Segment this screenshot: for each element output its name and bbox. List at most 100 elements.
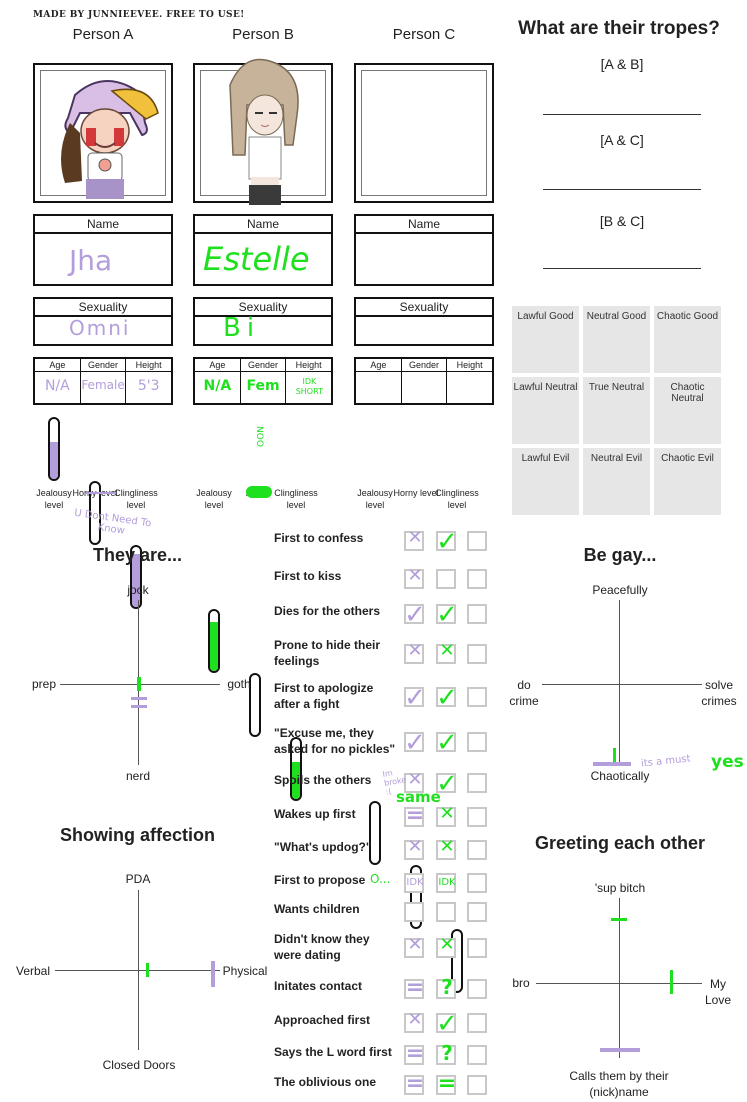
alignment-cell-chaotic-neutral[interactable]: Chaotic Neutral — [654, 377, 721, 444]
checkbox-q13-p0[interactable] — [404, 1013, 424, 1033]
checkbox-q5-p1[interactable] — [436, 732, 456, 752]
checkbox-q1-p1[interactable] — [436, 569, 456, 589]
age-value[interactable]: N/A — [44, 378, 70, 394]
checkbox-q11-p0[interactable] — [404, 938, 424, 958]
gender-label: Gender — [80, 359, 126, 372]
alignment-cell-lawful-neutral[interactable]: Lawful Neutral — [512, 377, 579, 444]
checkbox-q11-p2[interactable] — [467, 938, 487, 958]
checkbox-q2-p1[interactable] — [436, 604, 456, 624]
checkbox-q2-p0[interactable] — [404, 604, 424, 624]
alignment-cell-true-neutral[interactable]: True Neutral — [583, 377, 650, 444]
checkbox-q8-p0[interactable] — [404, 840, 424, 860]
checkbox-q0-p0[interactable] — [404, 531, 424, 551]
checkbox-q4-p2[interactable] — [467, 687, 487, 707]
checkbox-q7-p0[interactable] — [404, 807, 424, 827]
marker-person-a[interactable] — [131, 697, 147, 700]
checkbox-q12-p2[interactable] — [467, 979, 487, 999]
gender-value[interactable]: Fem — [246, 378, 280, 394]
sexuality-value-b[interactable]: Bi — [223, 313, 261, 343]
question-label: First to kiss — [274, 569, 342, 583]
marker-person-b[interactable] — [146, 963, 149, 977]
checkbox-q6-p1[interactable] — [436, 773, 456, 793]
gender-value[interactable]: Female — [81, 378, 125, 392]
marker-person-b-2[interactable] — [670, 970, 673, 994]
alignment-cell-chaotic-good[interactable]: Chaotic Good — [654, 306, 721, 373]
checkbox-q4-p1[interactable] — [436, 687, 456, 707]
meter-tube-p1-0[interactable] — [208, 609, 220, 673]
trope-line-ac[interactable] — [543, 189, 701, 190]
checkbox-q2-p2[interactable] — [467, 604, 487, 624]
checkbox-q6-p2[interactable] — [467, 773, 487, 793]
checkbox-q5-p2[interactable] — [467, 732, 487, 752]
checkbox-q5-p0[interactable] — [404, 732, 424, 752]
checkbox-q13-p2[interactable] — [467, 1013, 487, 1033]
marker-person-b[interactable] — [611, 918, 627, 921]
alignment-cell-neutral-evil[interactable]: Neutral Evil — [583, 448, 650, 515]
checkbox-q15-p0[interactable] — [404, 1075, 424, 1095]
checkbox-q7-p2[interactable] — [467, 807, 487, 827]
cross-icon: ✕ — [407, 640, 423, 661]
checkbox-q4-p0[interactable] — [404, 687, 424, 707]
checkbox-q1-p2[interactable] — [467, 569, 487, 589]
checkbox-q15-p1[interactable] — [436, 1075, 456, 1095]
meter-tube-p2-0[interactable] — [369, 801, 381, 865]
checkbox-q9-p2[interactable] — [467, 873, 487, 893]
question-label: The oblivious one — [274, 1075, 377, 1089]
trope-line-ab[interactable] — [543, 114, 701, 115]
checkbox-q9-p0[interactable] — [404, 873, 424, 893]
checkbox-q14-p0[interactable] — [404, 1045, 424, 1065]
checkbox-q12-p0[interactable] — [404, 979, 424, 999]
marker-person-a[interactable] — [600, 1048, 640, 1052]
alignment-cell-chaotic-evil[interactable]: Chaotic Evil — [654, 448, 721, 515]
name-value-b[interactable]: Estelle — [203, 240, 310, 278]
meter-tube-p0-0[interactable] — [48, 417, 60, 481]
strike-mark — [86, 492, 116, 494]
checkbox-q3-p2[interactable] — [467, 644, 487, 664]
checkbox-q14-p2[interactable] — [467, 1045, 487, 1065]
alignment-cell-neutral-good[interactable]: Neutral Good — [583, 306, 650, 373]
checkbox-q13-p1[interactable] — [436, 1013, 456, 1033]
axis-right-solve-crimes: solve crimes — [701, 678, 737, 708]
checkbox-q11-p1[interactable] — [436, 938, 456, 958]
axis-right-my-love: My Love — [704, 977, 732, 1007]
meter-tube-p0-1[interactable] — [89, 481, 101, 545]
meter-tube-p1-2[interactable] — [290, 737, 302, 801]
portrait-frame-b — [193, 58, 333, 205]
checkbox-q9-p1[interactable] — [436, 873, 456, 893]
checkbox-q8-p2[interactable] — [467, 840, 487, 860]
name-value-a[interactable]: Jha — [69, 244, 113, 277]
checkbox-q0-p2[interactable] — [467, 531, 487, 551]
checkbox-q3-p0[interactable] — [404, 644, 424, 664]
meter-tube-p0-2[interactable] — [130, 545, 142, 609]
meter-tube-p1-1[interactable] — [249, 673, 261, 737]
marker-person-a-2[interactable] — [131, 705, 147, 708]
age-value[interactable]: N/A — [203, 378, 232, 394]
marker-person-a[interactable] — [211, 961, 215, 987]
checkbox-q12-p1[interactable] — [436, 979, 456, 999]
checkbox-q15-p2[interactable] — [467, 1075, 487, 1095]
marker-person-b[interactable] — [613, 748, 616, 762]
sexuality-value-a[interactable]: Omni — [69, 316, 131, 340]
checkbox-q10-p0[interactable] — [404, 902, 424, 922]
checkbox-q10-p2[interactable] — [467, 902, 487, 922]
height-value[interactable]: 5'3 — [137, 378, 160, 394]
trope-line-bc[interactable] — [543, 268, 701, 269]
checkbox-q7-p1[interactable] — [436, 807, 456, 827]
marker-person-b[interactable] — [137, 677, 141, 691]
person-c-title: Person C — [392, 26, 456, 43]
checkbox-q0-p1[interactable] — [436, 531, 456, 551]
marker-person-a[interactable] — [593, 762, 631, 766]
character-portrait-a — [61, 80, 159, 199]
alignment-cell-lawful-good[interactable]: Lawful Good — [512, 306, 579, 373]
height-value[interactable]: IDK SHORT — [295, 377, 323, 396]
checkbox-q8-p1[interactable] — [436, 840, 456, 860]
checkbox-q3-p1[interactable] — [436, 644, 456, 664]
age-label: Age — [35, 359, 80, 372]
checkbox-q10-p1[interactable] — [436, 902, 456, 922]
checkbox-q6-p0[interactable] — [404, 773, 424, 793]
checkbox-q1-p0[interactable] — [404, 569, 424, 589]
alignment-cell-lawful-evil[interactable]: Lawful Evil — [512, 448, 579, 515]
mark-glyph: = — [405, 803, 425, 828]
checkbox-q14-p1[interactable] — [436, 1045, 456, 1065]
